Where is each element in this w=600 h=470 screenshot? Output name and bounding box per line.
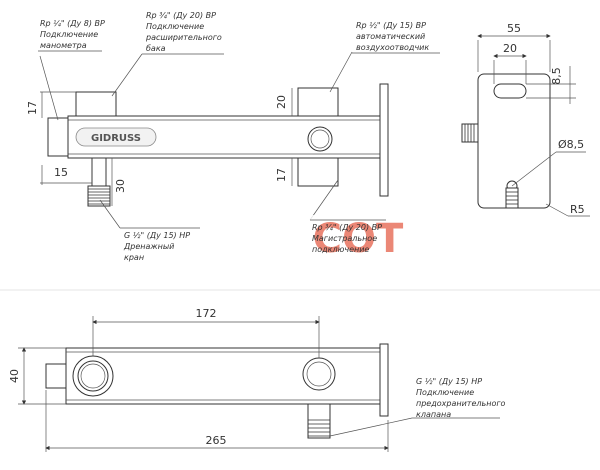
dim-20-top: 20 [503, 42, 517, 55]
svg-text:предохранительного: предохранительного [416, 399, 506, 408]
dim-17-bottom: 17 [275, 168, 288, 182]
annotation-main: Rp ¾" (Ду 20) ВР Магистральное подключен… [310, 219, 386, 254]
svg-text:Подключение: Подключение [416, 388, 474, 397]
logo-text: GIDRUSS [91, 133, 141, 144]
safety-thread [307, 403, 331, 439]
dim-30: 30 [114, 179, 127, 193]
side-opening [307, 126, 333, 152]
dim-diameter: Ø8,5 [558, 138, 584, 151]
svg-text:Rp ½" (Ду 15) ВР: Rp ½" (Ду 15) ВР [356, 21, 426, 30]
svg-text:Rp ¾" (Ду 20) ВР: Rp ¾" (Ду 20) ВР [146, 11, 216, 20]
dim-55: 55 [507, 22, 521, 35]
svg-text:автоматический: автоматический [356, 32, 425, 41]
annotation-air-vent: Rp ½" (Ду 15) ВР автоматический воздухоо… [352, 21, 440, 54]
annotation-drain: G ½" (Ду 15) НР Дренажный кран [120, 227, 200, 262]
dim-15: 15 [54, 166, 68, 179]
end-flange [379, 83, 389, 197]
svg-text:Подключение: Подключение [40, 30, 98, 39]
watermark-text: СОТ [313, 216, 404, 262]
svg-text:Rp ¼" (Ду 8) ВР: Rp ¼" (Ду 8) ВР [40, 19, 105, 28]
top-flange [379, 343, 389, 417]
main-pipe [297, 157, 339, 187]
bottom-thread [505, 187, 519, 209]
dim-17-top: 17 [26, 101, 39, 115]
svg-text:подключение: подключение [312, 245, 369, 254]
svg-text:G ½" (Ду 15) НР: G ½" (Ду 15) НР [124, 231, 190, 240]
side-thread [461, 123, 479, 143]
svg-text:кран: кран [124, 253, 144, 262]
svg-text:расширительного: расширительного [145, 33, 222, 42]
svg-text:Rp ¾" (Ду 20) ВР: Rp ¾" (Ду 20) ВР [312, 223, 382, 232]
svg-text:клапана: клапана [416, 410, 451, 419]
manometer-fitting [47, 117, 69, 157]
slot-hole [493, 83, 527, 99]
svg-text:манометра: манометра [40, 41, 87, 50]
dim-265: 265 [206, 434, 227, 447]
dim-40: 40 [8, 369, 21, 383]
brand-logo [75, 127, 157, 147]
top-body [65, 347, 385, 405]
svg-text:Магистральное: Магистральное [312, 234, 377, 243]
tank-pipe [75, 91, 117, 117]
side-view: 55 20 8,5 Ø8,5 R5 [461, 22, 590, 217]
annotation-tank: Rp ¾" (Ду 20) ВР Подключение расширитель… [142, 11, 224, 55]
svg-text:Подключение: Подключение [146, 22, 204, 31]
air-vent-pipe [297, 87, 339, 117]
dim-20-side: 20 [275, 95, 288, 109]
annotation-manometer: Rp ¼" (Ду 8) ВР Подключение манометра [38, 19, 105, 52]
svg-text:G ½" (Ду 15) НР: G ½" (Ду 15) НР [416, 377, 482, 386]
watermark: СОТ [282, 215, 434, 262]
top-view: 172 40 265 [8, 307, 500, 452]
dim-r5: R5 [570, 203, 585, 216]
annotation-safety: G ½" (Ду 15) НР Подключение предохраните… [416, 377, 506, 419]
front-view: GIDRUSS 17 15 30 20 17 [26, 51, 389, 229]
svg-text:Дренажный: Дренажный [123, 242, 174, 251]
top-left-fitting [45, 363, 67, 389]
small-port [302, 357, 336, 391]
dim-8-5: 8,5 [550, 67, 563, 85]
svg-text:бака: бака [146, 44, 166, 53]
dim-172: 172 [196, 307, 217, 320]
svg-text:воздухоотводчик: воздухоотводчик [356, 43, 429, 52]
